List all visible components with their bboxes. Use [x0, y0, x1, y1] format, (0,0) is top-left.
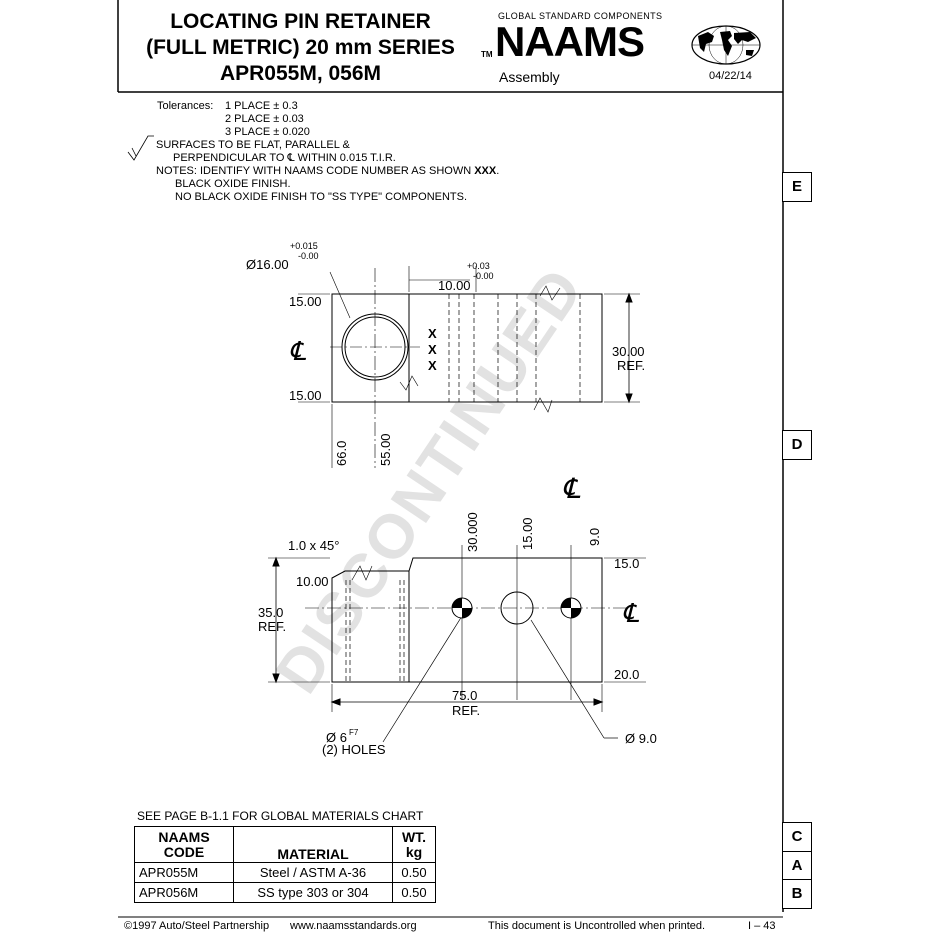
identify-note-text: NOTES: IDENTIFY WITH NAAMS CODE NUMBER A… [156, 165, 475, 177]
front-height-label: 35.0 [258, 605, 283, 620]
front-centerline-right: ℄ [622, 598, 640, 628]
holes-dia-label: Ø 6 [326, 730, 347, 745]
oxide-note: BLACK OXIDE FINISH. [175, 178, 291, 190]
tolerance-1: 1 PLACE ± 0.3 [225, 100, 298, 112]
header-weight-line2: kg [405, 843, 423, 860]
dim-66-label: 66.0 [334, 441, 349, 466]
disclaimer-text: This document is Uncontrolled when print… [488, 920, 706, 932]
identify-note: NOTES: IDENTIFY WITH NAAMS CODE NUMBER A… [156, 165, 499, 178]
bore-tol-plus: +0.015 [290, 241, 318, 251]
header-code-line2: CODE [163, 843, 205, 860]
title-line-1: LOCATING PIN RETAINER [170, 10, 431, 33]
row-material: SS type 303 or 304 [233, 882, 393, 903]
right-bottom-label: 20.0 [614, 667, 639, 682]
materials-note: SEE PAGE B-1.1 FOR GLOBAL MATERIALS CHAR… [137, 809, 424, 823]
tab-e: E [782, 172, 812, 202]
tolerance-2: 2 PLACE ± 0.03 [225, 113, 304, 125]
step-label: 10.00 [296, 574, 329, 589]
table-row: APR056M SS type 303 or 304 0.50 [134, 882, 436, 903]
row-code: APR056M [134, 882, 234, 903]
holes-count-label: (2) HOLES [322, 742, 386, 757]
dim-15-label: 15.00 [520, 517, 535, 550]
row-code: APR055M [134, 862, 234, 883]
front-view-outline [331, 557, 603, 683]
world-map-globe-icon [691, 25, 761, 65]
height-label: 30.00 [612, 344, 645, 359]
right-top-label: 15.0 [614, 556, 639, 571]
surface-note-2: PERPENDICULAR TO ℄ WITHIN 0.015 T.I.R. [173, 152, 396, 164]
website-link[interactable]: www.naamsstandards.org [290, 920, 417, 932]
ss-note: NO BLACK OXIDE FINISH TO "SS TYPE" COMPO… [175, 191, 468, 203]
marking-x1: X [428, 326, 437, 341]
marking-x2: X [428, 342, 437, 357]
trademark-mark: TM [481, 50, 493, 59]
title-line-3: APR055M, 056M [219, 62, 382, 85]
center-hole-label: Ø 9.0 [625, 731, 657, 746]
dim-9-label: 9.0 [587, 528, 602, 546]
section-label: Assembly [499, 69, 560, 85]
hole-symbol-right [560, 597, 582, 619]
slot-width-label: 10.00 [438, 278, 471, 293]
tolerance-3: 3 PLACE ± 0.020 [225, 126, 310, 138]
title-line-2: (FULL METRIC) 20 mm SERIES [146, 36, 455, 59]
tab-a: A [782, 851, 812, 881]
brand-tagline: GLOBAL STANDARD COMPONENTS [498, 11, 663, 21]
surface-finish-icon [127, 135, 154, 161]
row-weight: 0.50 [392, 862, 436, 883]
brand-name: NAAMS [495, 18, 645, 65]
identify-code: XXX [474, 165, 497, 177]
identify-note-end: . [496, 165, 500, 177]
header-weight: WT.kg [392, 826, 436, 863]
tab-b: B [782, 879, 812, 909]
hole-symbol-left [451, 597, 473, 619]
header-material: MATERIAL [233, 826, 393, 863]
marking-x3: X [428, 358, 437, 373]
revision-date: 04/22/14 [709, 70, 752, 82]
front-height-ref: REF. [258, 619, 286, 634]
header-code-line1: NAAMS [158, 828, 210, 845]
width-ref-label: REF. [452, 703, 480, 718]
tab-d: D [782, 430, 812, 460]
tab-c: C [782, 822, 812, 852]
front-centerline-top: ℄ [562, 473, 581, 504]
page-number: I – 43 [748, 920, 776, 932]
surface-note-1: SURFACES TO BE FLAT, PARALLEL & [156, 139, 350, 151]
bottom-half-label: 15.00 [289, 388, 322, 403]
holes-fit-label: F7 [349, 728, 359, 737]
width-label: 75.0 [452, 688, 477, 703]
dim-55-label: 55.00 [378, 433, 393, 466]
slot-tol-minus: -0.00 [473, 271, 494, 281]
row-weight: 0.50 [392, 882, 436, 903]
copyright-text: ©1997 Auto/Steel Partnership [124, 920, 270, 932]
row-material: Steel / ASTM A-36 [233, 862, 393, 883]
tolerance-label: Tolerances: [157, 100, 214, 112]
top-half-label: 15.00 [289, 294, 322, 309]
header-weight-line1: WT. [401, 828, 427, 845]
bore-tol-minus: -0.00 [298, 251, 319, 261]
bore-diameter-label: Ø16.00 [246, 257, 289, 272]
slot-tol-plus: +0.03 [467, 261, 490, 271]
top-centerline-symbol: ℄ [289, 336, 307, 366]
chamfer-label: 1.0 x 45° [288, 538, 339, 553]
top-view-outline [331, 293, 603, 403]
dim-30-label: 30.000 [465, 512, 480, 552]
height-ref-label: REF. [617, 358, 645, 373]
table-row: APR055M Steel / ASTM A-36 0.50 [134, 862, 436, 883]
